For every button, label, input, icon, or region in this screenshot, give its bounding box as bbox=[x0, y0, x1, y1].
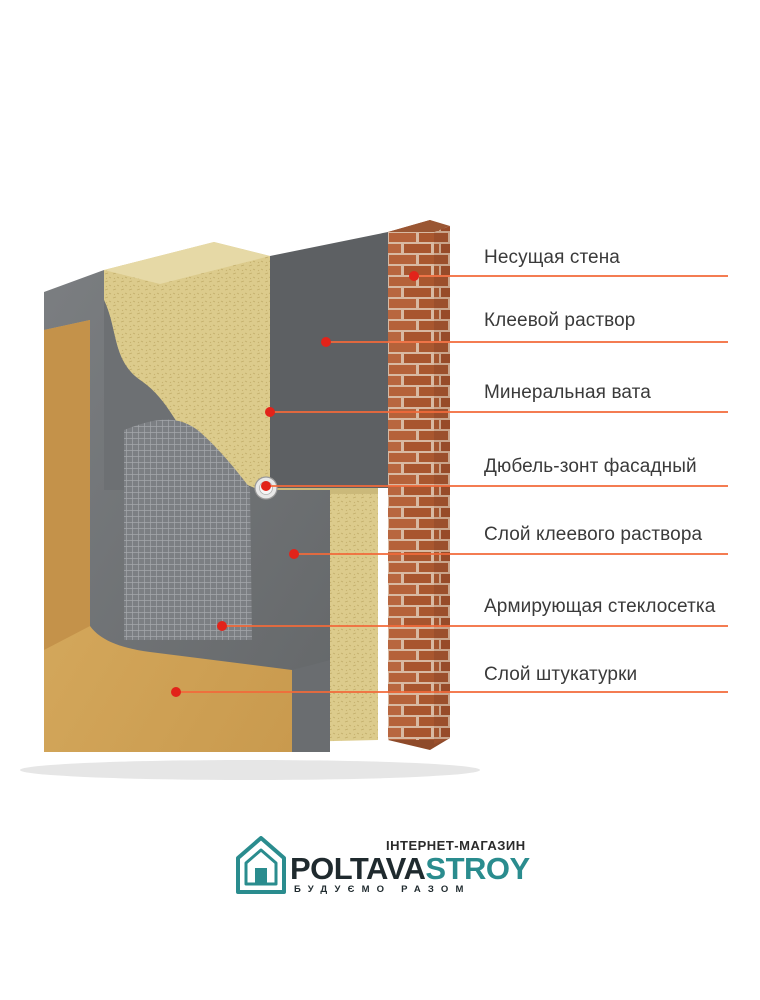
reinforcing-mesh-layer bbox=[124, 419, 252, 640]
leader-adhesive-mortar-dot bbox=[321, 337, 331, 347]
label-adhesive-mortar: Клеевой раствор bbox=[484, 310, 636, 331]
label-load-bearing-wall: Несущая стена bbox=[484, 247, 620, 268]
logo-slogan: БУДУЄМО РАЗОМ bbox=[294, 884, 471, 895]
leader-facade-dowel-dot bbox=[261, 481, 271, 491]
leader-reinforcing-mesh-dot bbox=[217, 621, 227, 631]
leader-load-bearing-wall-dot bbox=[409, 271, 419, 281]
adhesive-mortar-layer bbox=[270, 232, 388, 488]
label-reinforcing-mesh: Армирующая стеклосетка bbox=[484, 596, 716, 617]
poltavastroy-logo: ІНТЕРНЕТ-МАГАЗИН POLTAVASTROY БУДУЄМО РА… bbox=[236, 836, 536, 898]
label-adhesive-layer: Слой клеевого раствора bbox=[484, 524, 703, 545]
logo-brand-name: POLTAVASTROY bbox=[290, 853, 530, 885]
logo-brand-part2: STROY bbox=[425, 851, 530, 886]
label-mineral-wool: Минеральная вата bbox=[484, 382, 651, 403]
logo-brand-part1: POLTAVA bbox=[290, 851, 426, 886]
wall-cross-section-illustration bbox=[20, 220, 728, 780]
leader-lines bbox=[171, 271, 728, 697]
logo-top-text: ІНТЕРНЕТ-МАГАЗИН bbox=[386, 838, 526, 853]
house-icon bbox=[236, 836, 286, 894]
brick-wall bbox=[388, 220, 450, 750]
label-facade-dowel: Дюбель-зонт фасадный bbox=[484, 456, 697, 477]
leader-adhesive-layer-dot bbox=[289, 549, 299, 559]
leader-mineral-wool-dot bbox=[265, 407, 275, 417]
label-plaster-layer: Слой штукатурки bbox=[484, 664, 638, 685]
leader-plaster-layer-dot bbox=[171, 687, 181, 697]
plaster-finish-layer bbox=[44, 320, 330, 752]
